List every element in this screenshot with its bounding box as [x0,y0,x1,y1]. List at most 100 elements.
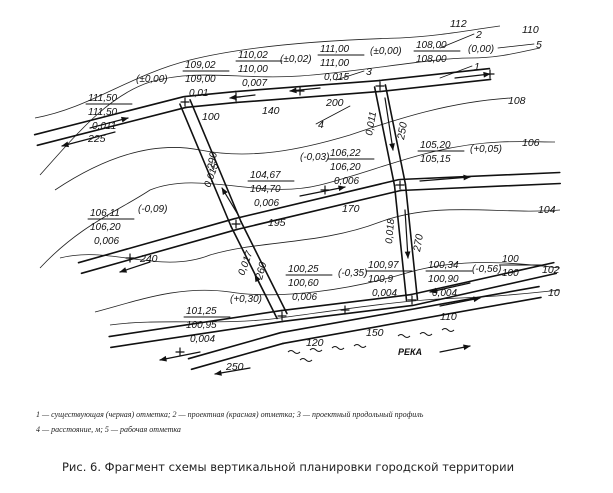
callout-leader [439,33,475,49]
profile-slope: 0,006 [254,198,279,209]
design-mark: 100,90 [428,274,459,285]
street-network [33,67,562,371]
profile-slope: 0,004 [372,288,397,299]
existing-mark: 111,00 [320,44,350,55]
street-edge [280,293,413,312]
river-wave [419,332,433,336]
existing-mark: 111,50 [88,93,118,104]
slope-arrows [61,71,491,376]
distance-label: 110 [440,311,457,323]
existing-mark: 100 [502,254,519,265]
profile-slope: 0,006 [334,176,359,187]
slope-arrow [61,131,116,148]
work-mark: (+0,30) [230,294,262,305]
callout-number: 3 [366,66,372,78]
contour-value: 108 [508,95,526,107]
design-mark: 106,20 [90,222,121,233]
street-edge [36,106,188,147]
callout-leader [315,105,351,125]
work-mark: (0,00) [468,44,494,55]
design-mark: 100 [502,268,519,279]
slope-arrow [384,97,395,151]
profile-slope: 0,004 [432,288,457,299]
slope-arrow [439,296,481,307]
river-label: РЕКА [398,347,422,357]
river-wave [397,334,411,338]
contour-value: 10 [548,287,560,299]
street-edge [230,225,278,320]
existing-mark: 106,22 [330,148,361,159]
street-edge [179,103,232,227]
contour-value: 104 [538,204,556,216]
street-edge [108,309,282,338]
callout-leader [439,65,473,79]
contour-line [34,25,501,119]
callout-leader [497,43,535,49]
work-mark: (-0,56) [472,264,501,275]
profile-slope: 0,004 [190,334,215,345]
slope-arrow [429,282,471,294]
work-mark: (-0,35) [338,268,367,279]
distance-label: 100 [202,111,220,123]
callout-number: 5 [536,39,542,51]
contour-value: 106 [522,137,540,149]
existing-mark: 108,00 [416,40,447,51]
river-wave [353,344,367,348]
existing-mark: 100,34 [428,260,459,271]
street-edge [282,296,542,345]
street-edge [235,90,382,104]
profile-slope: 0,01 [189,88,208,99]
callout-number: 4 [318,119,324,131]
design-mark: 111,50 [88,107,118,118]
slope-arrow [404,209,411,259]
contour-line [39,141,556,269]
work-mark: (-0,09) [138,204,167,215]
contour-line [109,289,561,326]
slope-arrow [419,174,471,182]
distance-label: 200 [325,97,344,109]
profile-slope: 0,011 [364,111,379,137]
street-edge [404,183,419,301]
river-wave [331,346,345,350]
river-wave [299,358,313,362]
profile-slope: 0,011 [92,121,116,132]
slope-arrow [454,71,491,79]
distance-label: 290 [205,151,220,171]
street-edge [110,320,284,349]
slope-arrow [299,185,346,197]
slope-arrow [159,351,201,362]
distance-label: 225 [87,133,106,145]
design-mark: 100,95 [186,320,217,331]
work-mark: (±0,00) [136,74,168,85]
slope-arrow [89,116,129,129]
design-mark: 105,15 [420,154,451,165]
figure-caption: Рис. 6. Фрагмент схемы вертикальной план… [62,460,515,474]
street-edge [240,220,288,315]
profile-slope: 0,007 [242,78,267,89]
street-edge [373,86,396,187]
design-mark: 106,20 [330,162,361,173]
existing-mark: 100,97 [368,260,399,271]
work-mark: (+0,05) [470,144,502,155]
profile-slope: 0,006 [94,236,119,247]
slope-arrow [214,367,251,376]
existing-mark: 106,11 [90,208,120,219]
distance-label: 250 [225,361,244,373]
street-edge [399,182,562,192]
existing-mark: 101,25 [186,306,217,317]
contour-value: 102 [542,264,560,276]
existing-mark: 105,20 [420,140,451,151]
contour-line [39,47,541,176]
street-edge [378,67,491,82]
river-wave [309,348,323,352]
design-mark: 110,00 [238,64,268,75]
existing-mark: 110,02 [238,50,268,61]
distance-label: 120 [306,337,324,349]
legend-line-2: 4 — расстояние, м; 5 — рабочая отметка [36,425,181,434]
design-mark: 109,00 [185,74,216,85]
street-edge [384,84,407,185]
street-edge [233,178,400,220]
existing-mark: 109,02 [185,60,216,71]
distance-label: 240 [139,253,158,265]
